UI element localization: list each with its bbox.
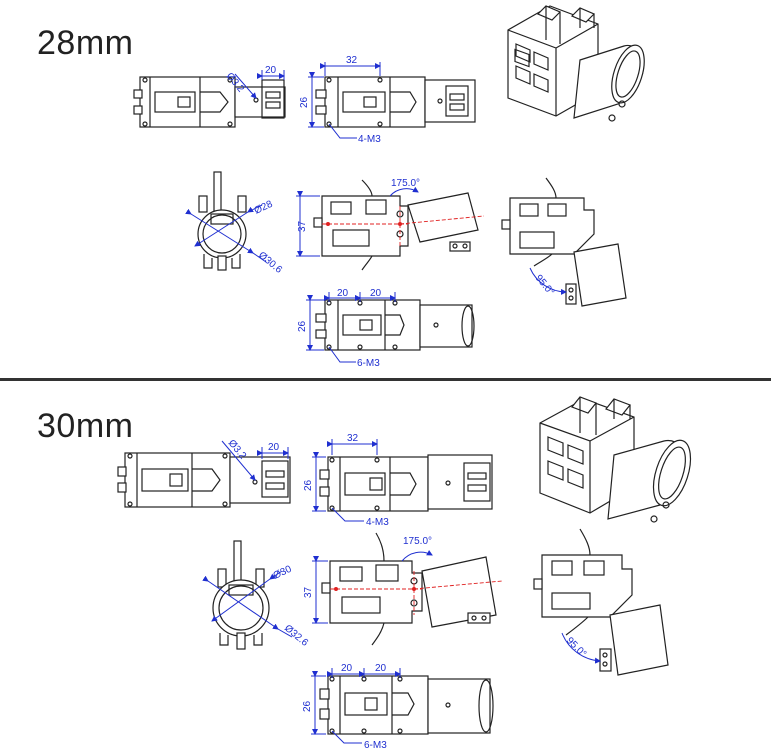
isometric-view <box>539 396 692 523</box>
top-view-right <box>312 439 493 522</box>
side-height-label: 37 <box>297 220 308 232</box>
circle-inner-label: Ø28 <box>253 199 275 217</box>
width-dim-label: 32 <box>347 433 359 444</box>
bottom-view <box>311 668 494 744</box>
circle-inner-label: Ø30 <box>272 564 294 582</box>
circle-outer-label: Ø32.6 <box>282 623 310 649</box>
section-divider <box>0 378 771 381</box>
side-view-folded <box>501 177 627 307</box>
section-heading: 30mm <box>37 407 134 445</box>
bottom-dim-a-label: 20 <box>337 288 349 299</box>
bottom-height-label: 26 <box>302 700 313 712</box>
bottom-height-label: 26 <box>297 320 308 332</box>
front-view <box>202 540 293 650</box>
circle-outer-label: Ø30.6 <box>256 250 284 276</box>
height-dim-label: 26 <box>303 479 314 491</box>
section-30mm: 30mm 20 Ø3.2 <box>0 383 771 751</box>
angle-up-label: 175.0° <box>391 178 420 189</box>
top-view-left <box>133 70 286 128</box>
section-28mm: 28mm 20 Ø3.2 <box>37 5 645 369</box>
top-dim-label: 20 <box>268 442 280 453</box>
holes-top-label: 4-M3 <box>358 134 381 145</box>
holes-bottom-label: 6-M3 <box>364 740 387 751</box>
section-heading: 28mm <box>37 24 134 62</box>
holes-bottom-label: 6-M3 <box>357 358 380 369</box>
angle-up-label: 175.0° <box>403 536 432 547</box>
angle-down-label: 95.0° <box>533 273 557 298</box>
technical-drawing: 20 Ø3.2 32 26 4-M3 <box>133 5 645 369</box>
width-dim-label: 32 <box>346 55 358 66</box>
side-view-swing <box>312 532 503 646</box>
front-view <box>185 171 267 271</box>
side-view-folded <box>533 528 669 676</box>
height-dim-label: 26 <box>299 96 310 108</box>
isometric-view <box>507 5 645 122</box>
top-view-right <box>308 62 476 139</box>
bottom-dim-b-label: 20 <box>375 663 387 674</box>
holes-top-label: 4-M3 <box>366 517 389 528</box>
angle-down-label: 95.0° <box>564 635 588 659</box>
technical-drawing: 20 Ø3.2 32 26 4-M3 <box>117 396 692 751</box>
top-dim-label: 20 <box>265 65 277 76</box>
side-view-swing <box>296 179 485 271</box>
bottom-view <box>306 292 475 363</box>
side-height-label: 37 <box>303 586 314 598</box>
top-view-left <box>117 440 291 508</box>
bottom-dim-b-label: 20 <box>370 288 382 299</box>
bottom-dim-a-label: 20 <box>341 663 353 674</box>
